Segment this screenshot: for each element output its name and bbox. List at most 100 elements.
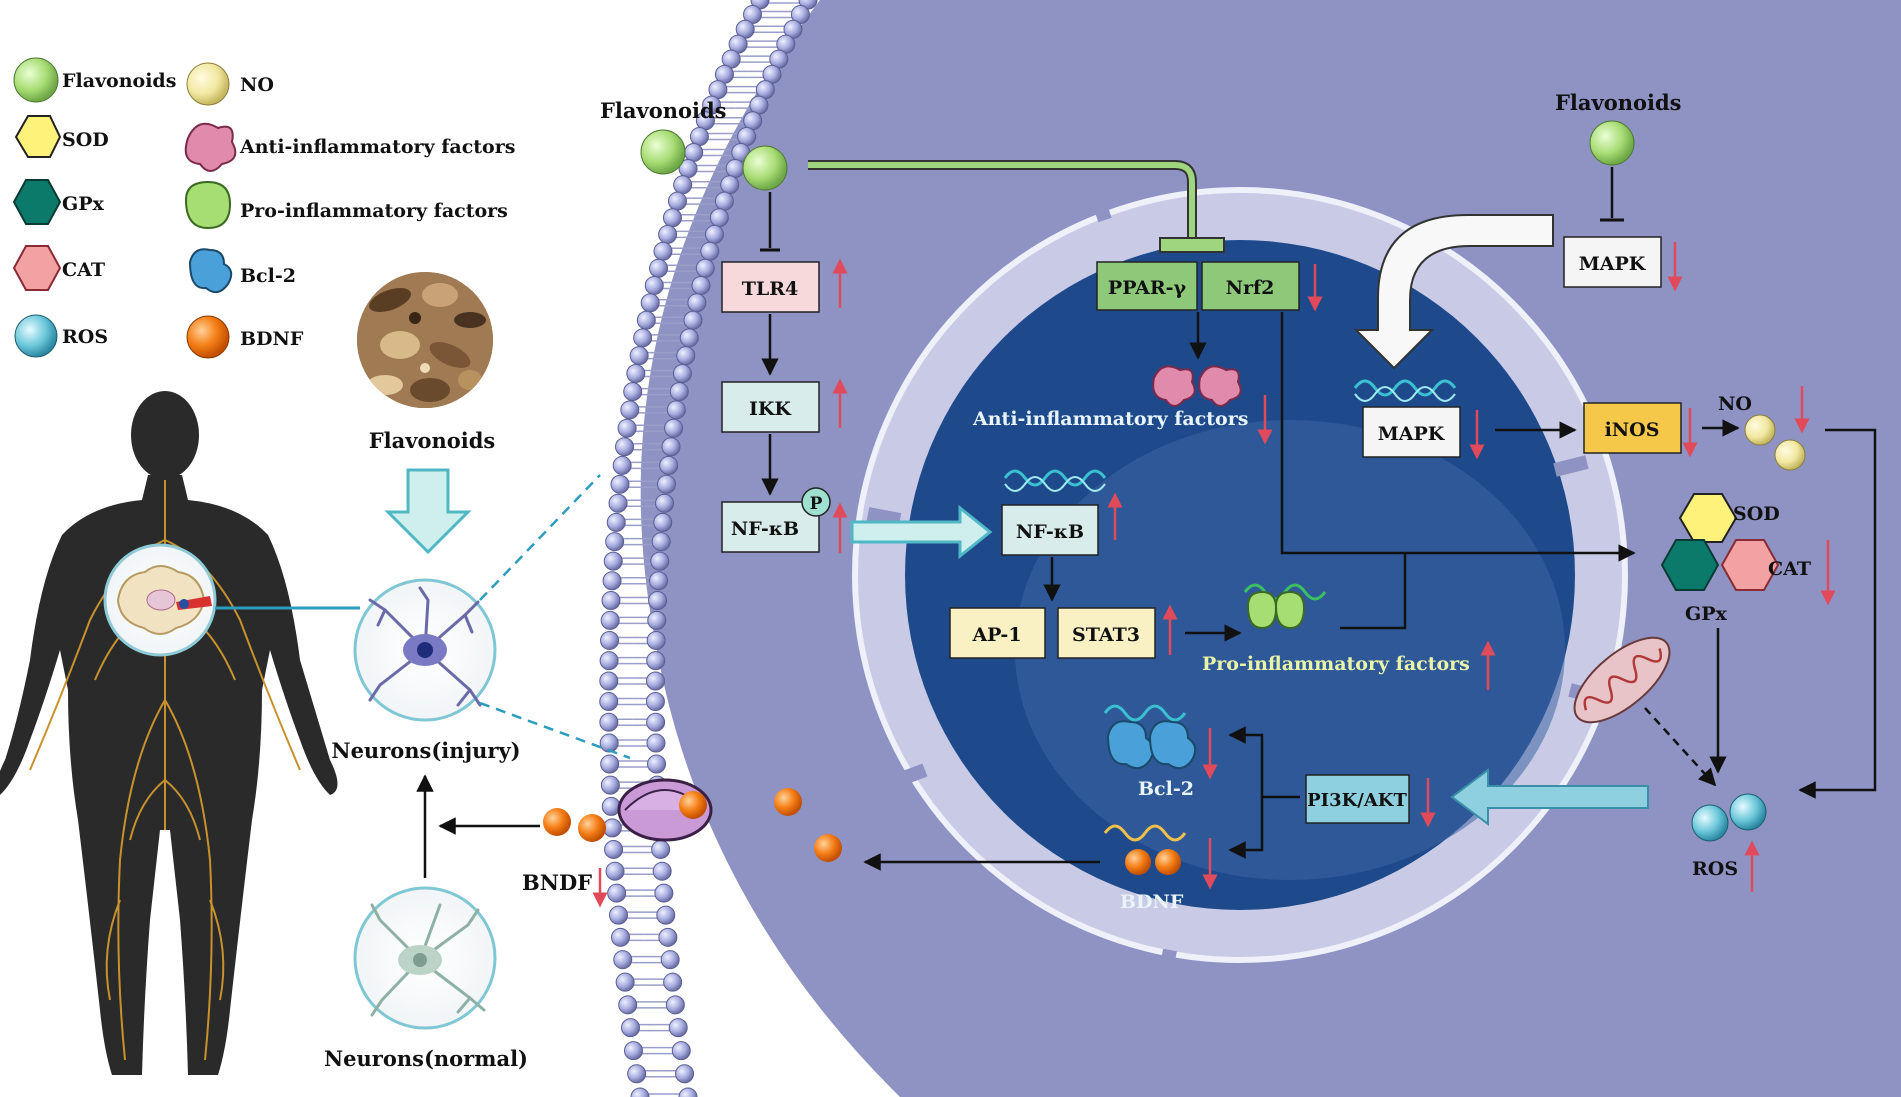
lipid-head xyxy=(600,610,620,630)
ppar-box xyxy=(1096,261,1198,311)
cell-membrane xyxy=(599,0,818,1097)
lipid-head xyxy=(600,775,620,795)
lipid-head xyxy=(653,512,673,532)
lipid-head xyxy=(601,796,621,816)
nfkb-box xyxy=(721,501,820,553)
lipid-head xyxy=(704,224,724,244)
lipid-head xyxy=(662,208,682,228)
ap1-box xyxy=(949,607,1046,659)
bcl2-label: Bcl-2 xyxy=(1138,778,1194,800)
lipid-head xyxy=(714,191,734,211)
lipid-head xyxy=(658,224,678,244)
nucleus-highlight xyxy=(1015,420,1565,880)
legend-anti-label: Anti-inflammatory factors xyxy=(239,136,515,158)
nrf2-to-antioxidant-line xyxy=(1280,312,1636,562)
legend-bdnf-icon xyxy=(186,315,230,359)
legend-flavonoids-icon xyxy=(13,57,59,103)
legend-gpx-label: GPx xyxy=(62,193,105,215)
lipid-head xyxy=(609,905,629,925)
lipid-head xyxy=(676,346,696,366)
lipid-head xyxy=(689,127,709,147)
lipid-head xyxy=(657,474,676,494)
bndf-ball-2 xyxy=(578,814,606,842)
human-figure xyxy=(0,391,360,1075)
lipid-head xyxy=(667,191,687,211)
phospho-label: P xyxy=(810,494,823,514)
lipid-head xyxy=(675,1064,695,1084)
lipid-head xyxy=(672,364,692,384)
body-flavonoids-label: Flavonoids xyxy=(369,428,495,453)
lipid-head xyxy=(615,972,635,992)
flavonoid-membrane-ball xyxy=(742,145,788,191)
lipid-head xyxy=(691,275,711,295)
mapk-top-label: MAPK xyxy=(1579,253,1647,275)
dna-mapk xyxy=(1353,379,1457,402)
nrf2-label: Nrf2 xyxy=(1226,277,1275,299)
nfkb-nuclear-box xyxy=(1001,504,1099,556)
legend-bcl2-label: Bcl-2 xyxy=(240,265,296,287)
legend-pro-icon xyxy=(184,180,232,230)
lipid-head xyxy=(661,437,681,457)
head xyxy=(131,391,199,479)
lipid-head xyxy=(656,905,676,925)
lipid-head xyxy=(651,839,671,859)
lipid-head xyxy=(687,293,707,313)
lipid-head xyxy=(669,382,689,402)
ros-ball-1 xyxy=(1691,804,1729,842)
lipid-head xyxy=(646,712,666,732)
nfkb-nuclear-label: NF-κB xyxy=(1016,521,1084,543)
lipid-head xyxy=(646,671,666,691)
lipid-head xyxy=(668,1018,688,1038)
lipid-head xyxy=(648,590,668,610)
anti-factors-label: Anti-inflammatory factors xyxy=(972,408,1248,430)
no-ball-2 xyxy=(1774,439,1806,471)
lipid-head xyxy=(663,972,683,992)
anti-factor-blob-2 xyxy=(1198,365,1242,407)
lipid-head xyxy=(611,927,631,947)
lipid-head xyxy=(599,651,619,671)
cat-label: CAT xyxy=(1768,558,1811,580)
ppar-label: PPAR-γ xyxy=(1108,277,1187,299)
lipid-head xyxy=(600,754,620,774)
neuron-normal xyxy=(353,886,497,1030)
lipid-head xyxy=(646,733,666,753)
lipid-head xyxy=(617,418,637,438)
legend-bdnf-label: BDNF xyxy=(240,328,304,350)
bdnf-cyto-ball-2 xyxy=(814,834,842,862)
legend: Flavonoids SOD GPx CAT ROS NO Anti-infla… xyxy=(12,57,515,359)
bdnf-cyto-ball-1 xyxy=(774,788,802,816)
flavonoids-right-label: Flavonoids xyxy=(1555,90,1681,115)
lipid-head xyxy=(599,692,619,712)
neurons-normal-label: Neurons(normal) xyxy=(324,1046,528,1071)
no-ball-1 xyxy=(1744,414,1776,446)
legend-pro-label: Pro-inflammatory factors xyxy=(240,200,508,222)
nfkb-label: NF-κB xyxy=(731,518,799,540)
bcl2-icon xyxy=(1103,704,1197,770)
ikk-box xyxy=(721,381,820,433)
lipid-head xyxy=(651,532,671,552)
pi3k-branch xyxy=(1228,726,1300,799)
lipid-head xyxy=(602,818,622,838)
legend-no-label: NO xyxy=(240,74,274,96)
lipid-head xyxy=(720,175,740,195)
lipid-head xyxy=(658,927,678,947)
lipid-head xyxy=(649,258,669,278)
lipid-head xyxy=(646,651,666,671)
inos-box xyxy=(1583,402,1682,454)
mitochondrion xyxy=(1573,636,1671,724)
tlr4-box xyxy=(721,261,820,313)
mapk-top-box xyxy=(1563,236,1662,288)
lipid-head xyxy=(620,400,640,420)
bndf-ball-1 xyxy=(543,808,571,836)
lipid-head xyxy=(647,610,667,630)
lipid-head xyxy=(647,754,667,774)
lipid-head xyxy=(618,995,638,1015)
mapk-nuclear-label: MAPK xyxy=(1378,423,1446,445)
pi3k-branch-2 xyxy=(1228,797,1264,859)
lipid-head xyxy=(700,241,720,261)
lipid-head xyxy=(607,883,627,903)
legend-no-icon xyxy=(186,62,230,106)
flavonoid-free-ball xyxy=(640,129,686,175)
legend-sod-icon xyxy=(14,115,62,158)
